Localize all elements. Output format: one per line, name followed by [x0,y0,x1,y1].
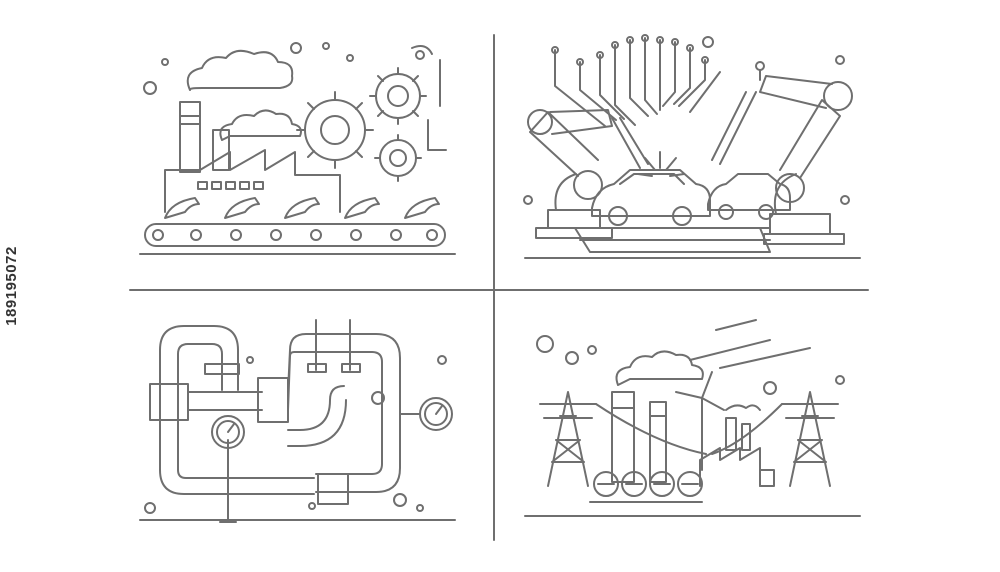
power-plant-pylons-icon [524,319,861,517]
robotic-car-assembly-icon [523,34,861,259]
factory-conveyor-gears-icon [139,42,456,255]
industrial-pipeline-gauges-icon [139,319,456,523]
